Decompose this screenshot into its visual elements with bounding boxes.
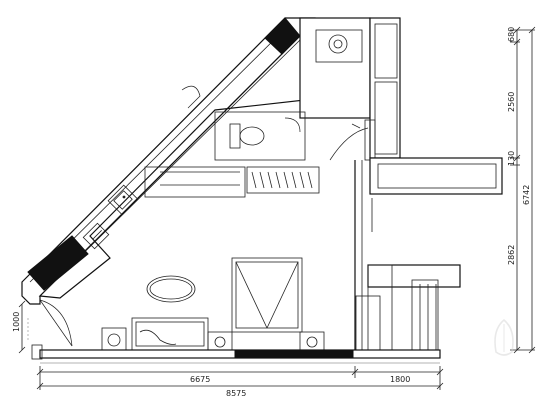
dim-bottom-left: 6675	[190, 375, 210, 384]
door-swing-lower-left	[39, 299, 73, 347]
door-swing-hall	[329, 127, 369, 161]
dim-right-mid: 130	[507, 151, 516, 166]
right-column	[364, 17, 401, 161]
nightstand-left	[207, 331, 233, 353]
dimension-right	[510, 26, 536, 354]
dim-right-upper: 2560	[507, 92, 516, 112]
dim-right-lower: 2862	[507, 245, 516, 265]
lower-appliance-block	[27, 235, 89, 291]
toilet	[229, 123, 265, 149]
leaf-watermark-icon	[494, 318, 514, 356]
dining-table	[146, 275, 196, 303]
sofa	[131, 317, 209, 351]
kitchen-sink	[107, 184, 139, 216]
kitchen-stove	[82, 222, 110, 250]
bathroom	[214, 17, 371, 161]
window-bar	[234, 350, 354, 359]
dim-bottom-total: 8575	[226, 389, 246, 398]
cabinet-left	[101, 327, 127, 353]
dim-right-top: 680	[507, 27, 516, 42]
dim-left-door: 1000	[12, 312, 21, 332]
bottom-wall	[31, 344, 441, 360]
bed	[231, 257, 303, 333]
dimension-bottom	[36, 366, 444, 390]
dimension-left	[18, 300, 26, 354]
dim-bottom-right: 1800	[390, 375, 410, 384]
door-swing-bathroom	[284, 117, 301, 133]
dim-right-total: 6742	[522, 185, 531, 205]
wardrobe	[144, 166, 320, 198]
right-wing	[355, 157, 503, 353]
door-swing-diagonal	[181, 85, 201, 109]
nightstand-right	[299, 331, 325, 353]
